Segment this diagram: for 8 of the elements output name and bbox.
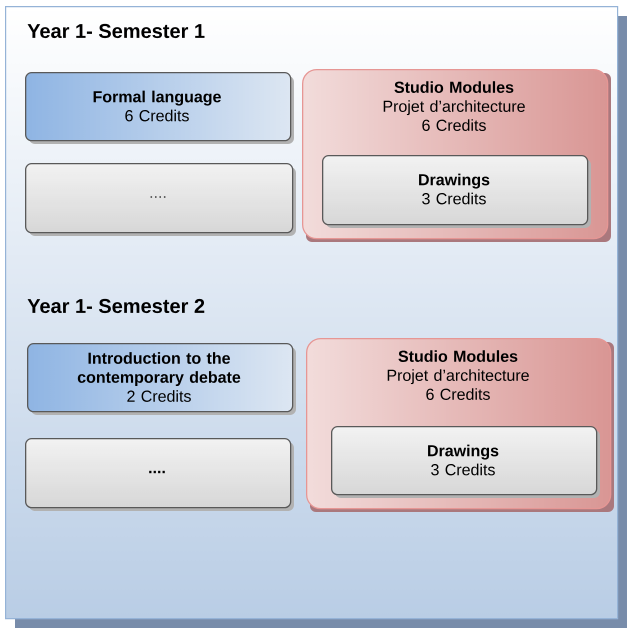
course-box: Introduction to the contemporary debate 2 Credits [27, 343, 296, 415]
course-box: Formal language 6 Credits [25, 72, 294, 144]
course-box: .... [25, 163, 296, 236]
course-box: .... [25, 438, 294, 511]
course-box: Drawings 3 Credits [322, 155, 591, 228]
semester-heading: Year 1- Semester 2 [28, 298, 204, 314]
course-box: Drawings 3 Credits [331, 426, 600, 498]
semester-heading: Year 1- Semester 1 [28, 24, 204, 38]
